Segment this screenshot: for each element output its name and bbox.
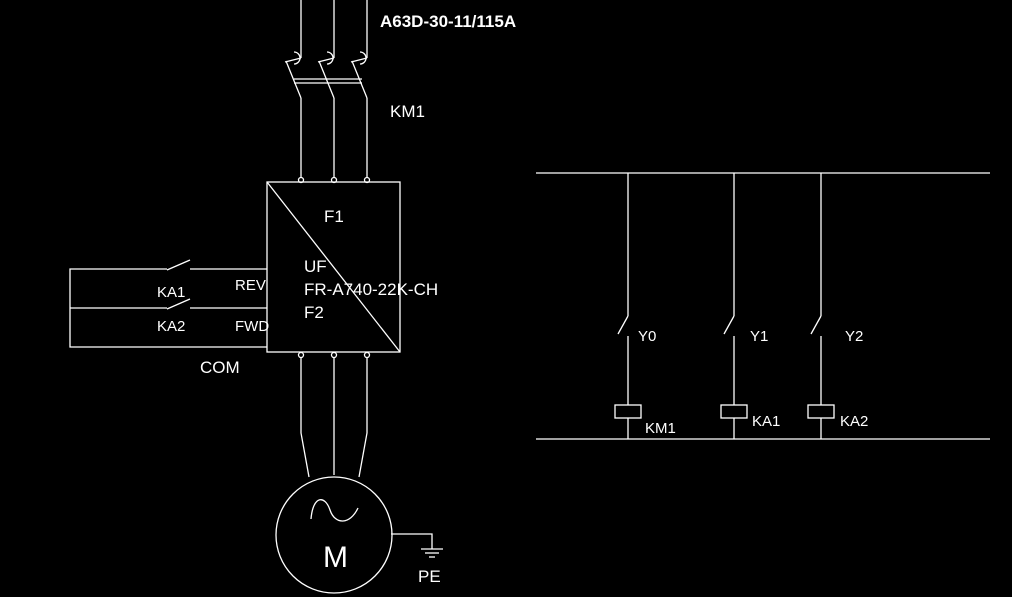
plc-rung-y0	[614, 173, 642, 439]
contact-y2-label: Y2	[845, 328, 863, 345]
inverter-bottom-label: F2	[304, 303, 324, 322]
contact-y1-label: Y1	[750, 328, 768, 345]
breaker-label: A63D-30-11/115A	[380, 12, 516, 31]
ground-label: PE	[418, 567, 441, 586]
motor-leads	[300, 357, 368, 478]
circuit-breaker	[284, 0, 368, 65]
contactor-label: KM1	[390, 102, 425, 121]
plc-rung-y2	[807, 173, 835, 439]
coil-ka2-label: KA2	[840, 413, 868, 430]
coil-km1-label: KM1	[645, 420, 676, 437]
ka1-input-label: KA1	[157, 284, 185, 301]
ground-icon	[391, 533, 443, 558]
plc-ladder	[536, 172, 990, 440]
inverter-model-label: FR-A740-22K-CH	[304, 280, 438, 299]
main-contactor	[285, 60, 368, 178]
inverter-top-label: F1	[324, 207, 344, 226]
contact-y0-label: Y0	[638, 328, 656, 345]
motor-symbol	[275, 476, 393, 594]
rev-terminal-label: REV	[235, 277, 266, 294]
motor-label: M	[323, 541, 348, 574]
input-contacts	[69, 259, 267, 348]
inverter-type-label: UF	[304, 257, 327, 276]
fwd-terminal-label: FWD	[235, 318, 269, 335]
inverter-block	[266, 176, 401, 359]
coil-ka1-label: KA1	[752, 413, 780, 430]
ka2-input-label: KA2	[157, 318, 185, 335]
plc-rung-y1	[720, 173, 748, 439]
com-terminal-label: COM	[200, 358, 240, 377]
